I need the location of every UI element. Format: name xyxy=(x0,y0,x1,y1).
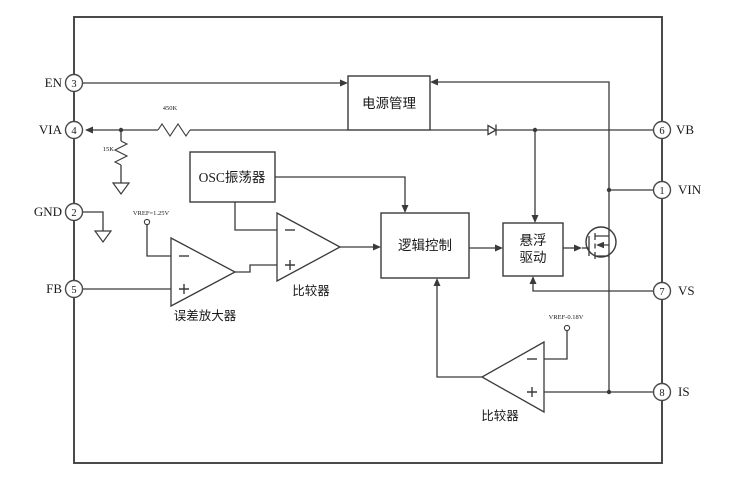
wire-cs-ref xyxy=(544,331,568,360)
pin-gnd xyxy=(64,202,84,222)
arrowhead-icon xyxy=(430,78,438,86)
wire-erramp-out xyxy=(235,264,277,273)
mosfet-glyph xyxy=(582,233,609,259)
plus-sign-icon xyxy=(527,387,537,397)
mosfet-body-arrow-icon xyxy=(596,241,604,249)
wire-cs-out xyxy=(436,286,482,378)
logic-label: 逻辑控制 xyxy=(398,238,452,253)
amplifiers xyxy=(170,211,545,414)
pin-en xyxy=(64,73,84,93)
pin-vb-label: VB xyxy=(676,122,694,137)
functional-blocks: 电源管理 OSC振荡器 逻辑控制 悬浮 驱动 xyxy=(189,75,564,279)
pin-en-label: EN xyxy=(45,75,63,90)
pin-gnd-number: 2 xyxy=(71,208,76,219)
arrowhead-icon xyxy=(373,243,381,251)
pin-via-label: VIA xyxy=(39,122,63,137)
pin-vb xyxy=(652,120,672,140)
arrowhead-icon xyxy=(433,278,441,286)
wire-osc-ramp xyxy=(234,202,277,231)
resistor-450k-label: 450K xyxy=(163,105,178,112)
pin-is-label: IS xyxy=(678,384,690,399)
plus-sign-icon xyxy=(285,260,295,270)
float-drive-block xyxy=(502,222,564,277)
pin-vs-label: VS xyxy=(678,283,695,298)
wire-vs xyxy=(532,284,653,292)
pin-vs xyxy=(652,281,672,301)
arrowhead-icon xyxy=(529,276,537,284)
pin-is xyxy=(652,382,672,402)
annotations: 误差放大器 比较器 比较器 VREF=1.25V VREF-0.18V 450K… xyxy=(103,105,584,423)
wire-vref xyxy=(146,224,171,257)
diode-icon xyxy=(487,124,498,136)
pin-vb-number: 6 xyxy=(659,126,664,137)
resistor-15k-label: 15K xyxy=(103,146,115,153)
wire-osc-out xyxy=(275,176,406,205)
mosfet-symbol xyxy=(585,226,617,258)
ground-icon xyxy=(111,182,131,196)
pin-via xyxy=(64,120,84,140)
pin-via-number: 4 xyxy=(71,126,77,137)
error-amp-caption: 误差放大器 xyxy=(174,308,237,323)
pin-vin-number: 1 xyxy=(659,186,664,197)
arrowhead-icon xyxy=(574,244,582,252)
wire-vin-feed xyxy=(438,81,610,190)
pin-fb-number: 5 xyxy=(71,285,76,296)
wires xyxy=(83,78,653,395)
pin-en-number: 3 xyxy=(71,79,76,90)
comparator-caption: 比较器 xyxy=(292,283,330,298)
current-comparator-caption: 比较器 xyxy=(481,408,519,423)
pins: 3 EN 4 VIA 2 GND 5 FB 6 VB 1 VIN 7 VS 8 … xyxy=(34,73,702,402)
pin-vin-label: VIN xyxy=(678,182,702,197)
arrowhead-icon xyxy=(495,244,503,252)
vref-top-label: VREF=1.25V xyxy=(133,210,170,217)
osc-label: OSC振荡器 xyxy=(199,170,266,185)
arrowhead-icon xyxy=(531,215,539,223)
osc-block xyxy=(189,151,276,203)
wire-gnd xyxy=(83,211,104,231)
resistor-450k xyxy=(157,123,191,137)
vref-low-label: VREF-0.18V xyxy=(549,314,584,321)
pin-gnd-label: GND xyxy=(34,204,62,219)
arrowhead-icon xyxy=(401,205,409,213)
power-mgmt-label: 电源管理 xyxy=(362,96,416,111)
power-mgmt-block xyxy=(347,75,431,131)
pin-vin xyxy=(652,180,672,200)
plus-sign-icon xyxy=(179,284,189,294)
vref-terminal xyxy=(143,218,151,226)
ground-icon xyxy=(93,230,113,244)
pin-fb-label: FB xyxy=(46,281,62,296)
arrowhead-icon xyxy=(85,126,93,134)
pin-vs-number: 7 xyxy=(659,287,664,298)
vref-low-terminal xyxy=(563,324,571,332)
arrowhead-icon xyxy=(340,79,348,87)
pin-fb xyxy=(64,279,84,299)
pin-is-number: 8 xyxy=(659,388,664,399)
float-drive-label-1: 悬浮 xyxy=(520,233,547,248)
float-drive-label-2: 驱动 xyxy=(520,250,547,265)
mosfet-leads xyxy=(595,235,609,257)
resistor-15k xyxy=(113,140,129,166)
logic-block xyxy=(380,212,470,279)
